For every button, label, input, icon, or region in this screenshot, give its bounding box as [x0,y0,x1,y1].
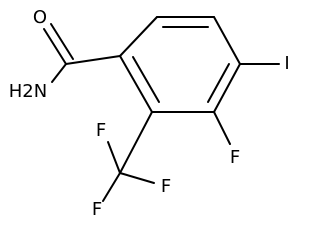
atom-label-cf3-fluorine-top: F [96,120,106,141]
benzene-ring [119,16,241,113]
carbonyl-bond-a [43,28,67,65]
cf3-bond-right [119,172,155,184]
atom-label-ring-fluorine: F [230,147,240,168]
amide-group [43,23,121,83]
amide-c-ring-bond [65,55,121,65]
structure-canvas: O H2N I F F F F [9,7,290,220]
cf3-c-ring-bond [119,111,153,174]
fluoro-bond [213,111,231,145]
ring-bond-4 [213,63,241,113]
ring-bond-6 [119,55,153,113]
trifluoromethyl-group [102,141,155,202]
ring-bond-3 [213,16,241,65]
atom-label-cf3-fluorine-bottom: F [92,199,102,220]
ring-bond-4-inner [207,63,230,103]
cf3-bond-top [107,141,121,174]
carbonyl-bond-b [50,23,74,60]
ring-bond-6-inner [132,56,160,103]
molecule-drawing: O H2N I F F F F [9,7,290,220]
cf3-bond-bottom [102,172,121,202]
atom-label-cf3-fluorine-right: F [161,176,171,197]
ring-bond-1 [119,16,158,57]
atom-label-iodine: I [284,53,289,74]
atom-label-oxygen: O [33,7,47,28]
atom-label-amine: H2N [9,81,47,102]
amide-n-bond [51,63,67,83]
